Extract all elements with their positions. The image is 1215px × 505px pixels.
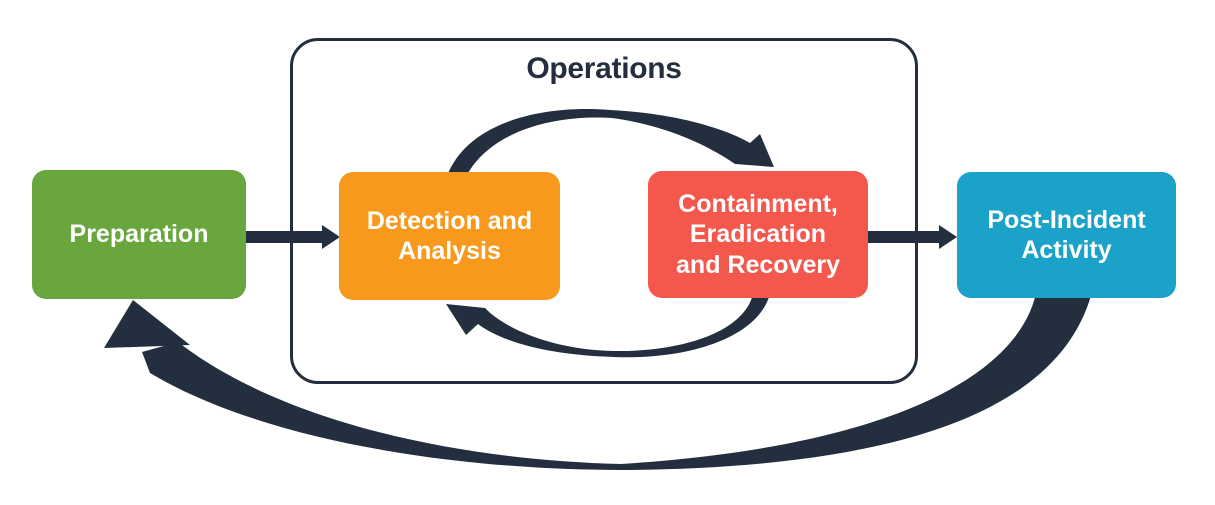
node-containment-label-line2: Eradication	[689, 220, 827, 249]
node-postincident-label-line1: Post-Incident	[987, 205, 1146, 234]
node-preparation-label: Preparation	[69, 220, 209, 249]
operations-group-label: Operations	[526, 52, 682, 85]
node-containment-eradication-recovery: Containment, Eradication and Recovery	[648, 171, 868, 298]
arrow-preparation-to-detection	[246, 225, 340, 249]
node-preparation: Preparation	[32, 170, 246, 299]
node-detection-label-line2: Analysis	[398, 237, 501, 265]
arrow-group	[104, 109, 1093, 470]
arrow-containment-to-detection-curved	[446, 294, 770, 358]
arrow-postincident-to-preparation-tail	[142, 288, 1093, 470]
operations-group-container	[290, 38, 918, 384]
node-containment-label-line3: and Recovery	[676, 250, 840, 279]
node-postincident-label-line2: Activity	[1021, 236, 1112, 264]
node-detection-and-analysis: Detection and Analysis	[339, 172, 560, 300]
node-detection-label-line1: Detection and	[366, 206, 533, 235]
node-containment-label-line1: Containment,	[678, 189, 838, 218]
arrow-containment-to-postincident	[868, 225, 957, 249]
node-post-incident-activity: Post-Incident Activity	[957, 172, 1176, 298]
arrow-detection-to-containment-curved	[444, 109, 774, 186]
arrow-postincident-to-preparation-head	[104, 300, 190, 348]
